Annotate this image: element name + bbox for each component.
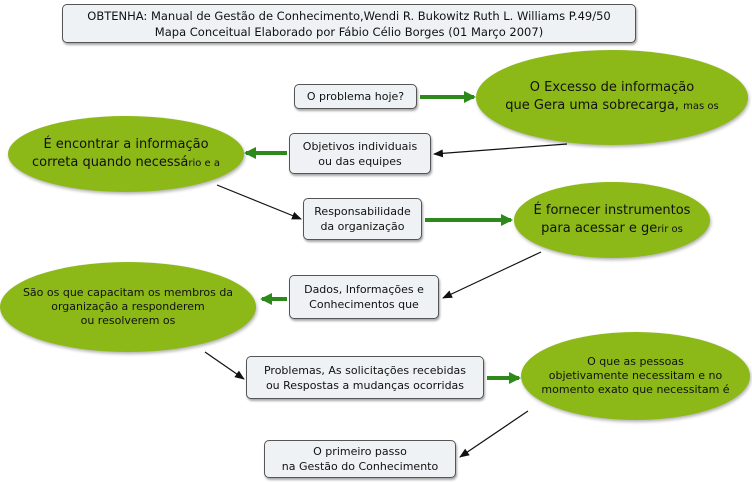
arrow-pessoas-to-primeiro (459, 410, 529, 458)
capacitam-line-2: organização a responderem (51, 300, 205, 313)
node-responsabilidade: Responsabilidade da organização (303, 198, 422, 240)
encontrar-line-2: correta quando necessário e a (31, 154, 221, 170)
oval-fornecer: É fornecer instrumentos para acessar e g… (514, 182, 710, 258)
node-problema-hoje: O problema hoje? (294, 84, 417, 109)
node-primeiro-passo: O primeiro passo na Gestão do Conhecimen… (264, 440, 456, 478)
fornecer-line-1: É fornecer instrumentos (533, 202, 691, 218)
pessoas-line-3: momento exato que necessitam é (541, 383, 730, 396)
title-line-1: OBTENHA: Manual de Gestão de Conheciment… (87, 8, 611, 23)
pessoas-line-2: objetivamente necessitam e no (548, 369, 723, 382)
arrow-excesso-to-objetivos (433, 143, 568, 158)
oval-excesso: O Excesso de informação que Gera uma sob… (476, 50, 748, 145)
capacitam-line-1: São os que capacitam os membros da (22, 286, 234, 299)
capacitam-line-3: ou resolverem os (80, 314, 176, 327)
title-line-2: Mapa Conceitual Elaborado por Fábio Céli… (154, 24, 544, 39)
fornecer-line-2: para acessar e gerir os (541, 220, 683, 236)
arrow-capacitam-to-problemas (204, 351, 245, 380)
arrow-encontrar-to-responsabilidade (216, 184, 302, 220)
node-problemas: Problemas, As solicitações recebidas ou … (246, 356, 484, 399)
oval-encontrar: É encontrar a informação correta quando … (8, 116, 244, 192)
node-objetivos: Objetivos individuais ou das equipes (289, 133, 431, 174)
node-dados: Dados, Informações e Conhecimentos que (289, 275, 439, 319)
oval-capacitam: São os que capacitam os membros da organ… (0, 262, 256, 352)
pessoas-line-1: O que as pessoas (587, 355, 684, 368)
encontrar-line-1: É encontrar a informação (43, 136, 209, 152)
arrow-fornecer-to-dados (442, 251, 542, 299)
title-box: OBTENHA: Manual de Gestão de Conheciment… (62, 4, 636, 43)
oval-pessoas: O que as pessoas objetivamente necessita… (521, 332, 750, 420)
excesso-line-1: O Excesso de informação (529, 80, 695, 95)
excesso-line-2: que Gera uma sobrecarga, mas os (505, 98, 719, 113)
